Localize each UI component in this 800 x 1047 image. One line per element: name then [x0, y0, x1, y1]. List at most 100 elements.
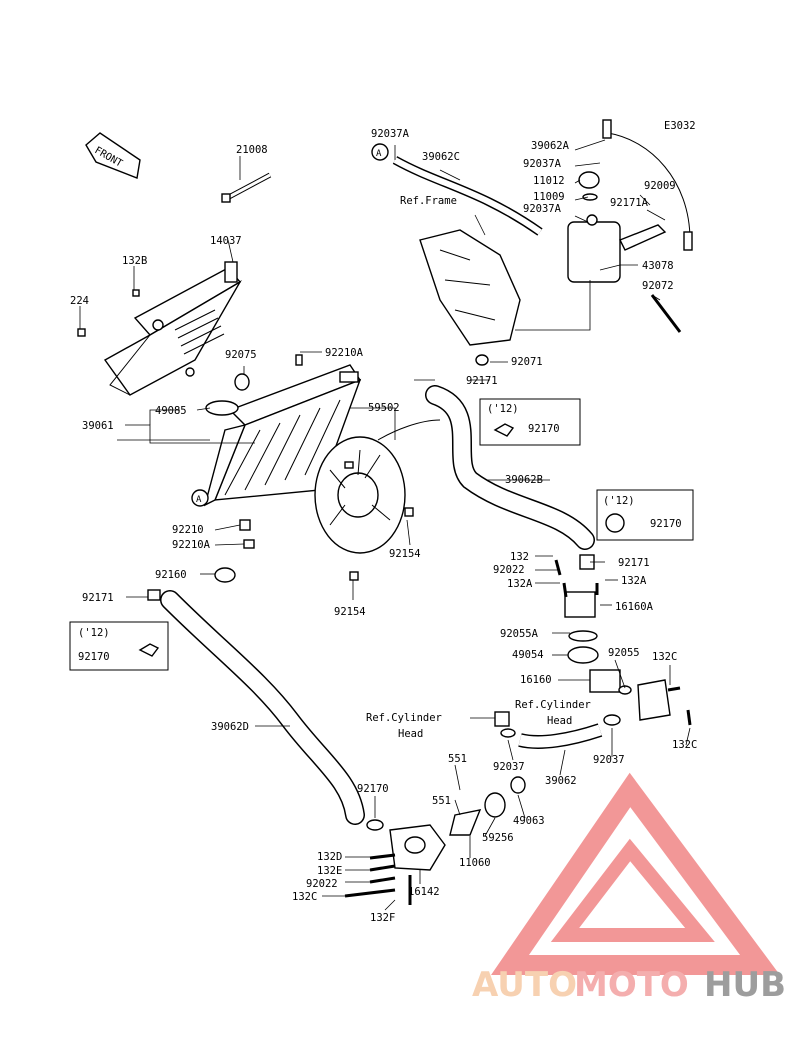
label-92022-b: 92022: [306, 878, 338, 890]
thermostat-housing: [494, 554, 671, 738]
label-92171-b: 92171: [82, 592, 114, 604]
label-92037-a: 92037: [493, 761, 525, 773]
label-92160: 92160: [155, 569, 187, 581]
label-92072: 92072: [642, 280, 674, 292]
year-box-2-part: 92170: [650, 518, 682, 530]
label-92170: 92170: [357, 783, 389, 795]
year-box-1: ('12) 92170: [479, 398, 581, 446]
label-59502: 59502: [368, 402, 400, 414]
leader-lines: [79, 139, 691, 911]
label-21008: 21008: [236, 144, 268, 156]
pump-gasket: [449, 809, 482, 836]
label-39062C: 39062C: [422, 151, 460, 163]
watermark-triangle-inner: [550, 838, 715, 942]
label-ref-frame: Ref.Frame: [400, 195, 457, 207]
hose-39062A: [607, 132, 691, 241]
grommet-92075: [234, 373, 250, 391]
label-49054: 49054: [512, 649, 544, 661]
label-132C-a: 132C: [652, 651, 677, 663]
label-224: 224: [70, 295, 89, 307]
label-551-a: 551: [448, 753, 467, 765]
hoses: [160, 119, 693, 825]
circle-marker-a-left: A: [196, 495, 202, 505]
diagram-code: E3032: [664, 120, 696, 132]
label-49085: 49085: [155, 405, 187, 417]
label-39062A: 39062A: [531, 140, 570, 152]
label-92075: 92075: [225, 349, 257, 361]
label-92154-a: 92154: [389, 548, 421, 560]
label-92210: 92210: [172, 524, 204, 536]
label-14037: 14037: [210, 235, 242, 247]
cooling-fan: [314, 419, 441, 581]
label-43078: 43078: [642, 260, 674, 272]
label-11012: 11012: [533, 175, 565, 187]
mechanical-seal: [510, 776, 526, 794]
reservoir-tank: [567, 221, 621, 283]
label-11009: 11009: [533, 191, 565, 203]
reservoir-cap: [578, 171, 600, 189]
hose-39062B: [426, 386, 594, 549]
year-box-3-part: 92170: [78, 651, 110, 663]
label-92037A-2: 92037A: [523, 158, 562, 170]
label-16160A: 16160A: [615, 601, 654, 613]
label-39061: 39061: [82, 420, 114, 432]
label-132A-2: 132A: [621, 575, 647, 587]
label-92037A-3: 92037A: [523, 203, 562, 215]
watermark-text-moto: MOTO: [574, 965, 689, 1005]
watermark-text-auto: AUTO: [472, 965, 577, 1005]
label-132C-c: 132C: [292, 891, 317, 903]
reservoir-assembly: A: [371, 143, 682, 366]
label-132D: 132D: [317, 851, 342, 863]
label-ref-cylinder-head-right-1: Ref.Cylinder: [515, 699, 591, 711]
hose-39062: [518, 724, 602, 748]
label-92071: 92071: [511, 356, 543, 368]
label-92171-a: 92171: [466, 375, 498, 387]
water-pump: [366, 776, 526, 871]
year-box-3: ('12) 92170: [69, 621, 169, 671]
label-132F: 132F: [370, 912, 395, 924]
watermark-logo: AUTO MOTO HUB: [472, 772, 786, 1005]
grommet-92160: [214, 567, 236, 583]
front-arrow: FRONT: [85, 132, 141, 179]
hose-39062C: [393, 157, 542, 235]
year-box-1-part: 92170: [528, 423, 560, 435]
label-92009: 92009: [644, 180, 676, 192]
label-11060: 11060: [459, 857, 491, 869]
hose-39062D: [161, 591, 364, 824]
label-92022-a: 92022: [493, 564, 525, 576]
watermark-triangle-outer: [491, 772, 780, 975]
label-92055: 92055: [608, 647, 640, 659]
year-box-1-year: ('12): [487, 403, 519, 415]
label-132C-b: 132C: [672, 739, 697, 751]
radiator-cap: [205, 400, 239, 416]
watermark-text-hub: HUB: [704, 965, 786, 1005]
year-box-2-year: ('12): [603, 495, 635, 507]
label-49063: 49063: [513, 815, 545, 827]
label-551-b: 551: [432, 795, 451, 807]
label-132E: 132E: [317, 865, 342, 877]
label-39062: 39062: [545, 775, 577, 787]
label-16160: 16160: [520, 674, 552, 686]
label-59256: 59256: [482, 832, 514, 844]
label-92037A-1: 92037A: [371, 128, 410, 140]
label-92171A: 92171A: [610, 197, 649, 209]
frame-bracket: [419, 229, 521, 346]
label-132B: 132B: [122, 255, 147, 267]
label-ref-cylinder-head-left-2: Head: [398, 728, 423, 740]
label-92055A: 92055A: [500, 628, 539, 640]
bolts: [77, 172, 692, 905]
label-39062B: 39062B: [505, 474, 543, 486]
label-ref-cylinder-head-left-1: Ref.Cylinder: [366, 712, 442, 724]
label-92210A-top: 92210A: [325, 347, 364, 359]
label-92171-c: 92171: [618, 557, 650, 569]
circle-marker-a-top: A: [376, 149, 382, 159]
part-labels: 21008 14037 132B 224 92075 92210A 49085 …: [70, 128, 697, 924]
year-box-3-year: ('12): [78, 627, 110, 639]
label-92210A-bot: 92210A: [172, 539, 211, 551]
label-132-a: 132: [510, 551, 529, 563]
label-92154-b: 92154: [334, 606, 366, 618]
impeller: [484, 792, 506, 818]
label-ref-cylinder-head-right-2: Head: [547, 715, 572, 727]
label-39062D: 39062D: [211, 721, 249, 733]
